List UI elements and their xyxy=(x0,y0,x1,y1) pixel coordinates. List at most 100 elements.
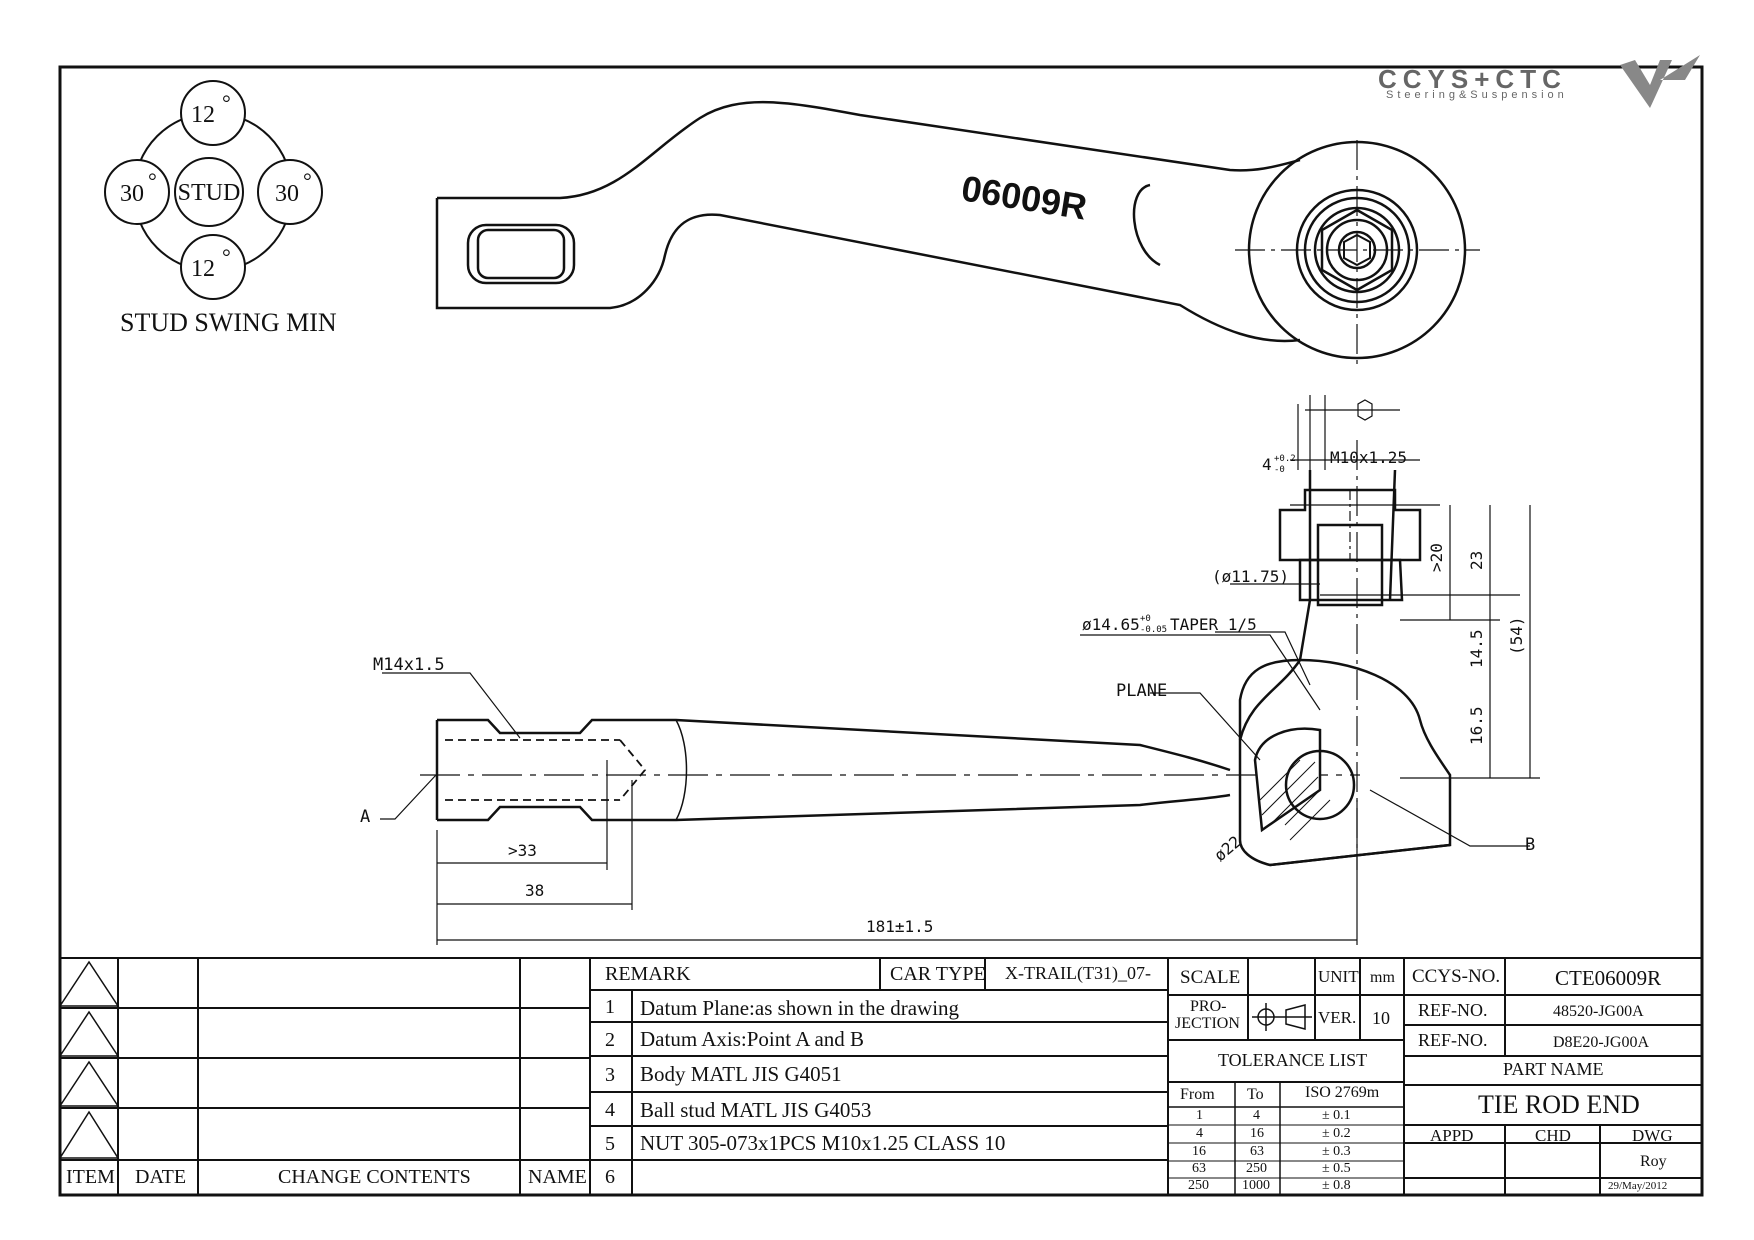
unit-label: UNIT xyxy=(1318,967,1359,986)
tolerance-row-4-to: 250 xyxy=(1246,1161,1267,1176)
ref-no-2-value: D8E20-JG00A xyxy=(1553,1034,1649,1051)
swing-right-value: 30 xyxy=(275,181,299,207)
label-dim-16-5: 16.5 xyxy=(1467,706,1486,745)
tolerance-row-5-from: 250 xyxy=(1188,1178,1209,1193)
label-dia-11-75: (ø11.75) xyxy=(1212,567,1289,586)
remark-row-3-text: Body MATL JIS G4051 xyxy=(640,1062,842,1086)
swing-circle-center xyxy=(174,157,244,227)
swing-right-degree: ° xyxy=(303,168,312,193)
label-point-b: B xyxy=(1525,835,1535,855)
drawing-date: 29/May/2012 xyxy=(1608,1180,1668,1192)
tolerance-title: TOLERANCE LIST xyxy=(1218,1050,1368,1070)
tolerance-row-3-to: 63 xyxy=(1250,1144,1264,1159)
part-name-value: TIE ROD END xyxy=(1478,1090,1640,1119)
swing-bottom-degree: ° xyxy=(222,244,231,269)
version-value: 10 xyxy=(1372,1008,1390,1028)
stud-swing-diagram xyxy=(104,80,323,300)
swing-left-degree: ° xyxy=(148,168,157,193)
label-dim-38: 38 xyxy=(525,881,544,900)
swing-bottom-value: 12 xyxy=(191,256,215,282)
label-dim-54: (54) xyxy=(1507,616,1526,655)
castle-nut xyxy=(1278,488,1422,562)
remark-row-4-no: 4 xyxy=(605,1099,615,1121)
label-m14: M14x1.5 xyxy=(373,655,445,675)
remark-row-5-no: 5 xyxy=(605,1133,615,1155)
scale-label: SCALE xyxy=(1180,967,1241,988)
ref-no-2-label: REF-NO. xyxy=(1418,1030,1488,1050)
tolerance-row-4-from: 63 xyxy=(1192,1161,1206,1176)
logo-tagline: Steering&Suspension xyxy=(1386,89,1568,101)
company-logo: CCYS+CTC Steering&Suspension xyxy=(1378,55,1700,108)
label-dim-4-tol-lower: -0 xyxy=(1274,465,1285,475)
remark-row-2-no: 2 xyxy=(605,1029,615,1051)
tolerance-row-1-to: 4 xyxy=(1253,1108,1260,1123)
side-view xyxy=(420,440,1452,870)
tolerance-row-3-iso: ± 0.3 xyxy=(1322,1144,1351,1159)
remark-row-4-text: Ball stud MATL JIS G4053 xyxy=(640,1098,872,1122)
remark-row-3-no: 3 xyxy=(605,1064,615,1086)
label-dim-23: 23 xyxy=(1467,551,1486,570)
projection-symbol-icon xyxy=(1252,1003,1312,1031)
car-type-value: X-TRAIL(T31)_07- xyxy=(1005,963,1151,983)
tolerance-header-from: From xyxy=(1180,1086,1215,1103)
label-point-a: A xyxy=(360,807,370,827)
tolerance-row-1-from: 1 xyxy=(1196,1108,1203,1123)
top-view-slot xyxy=(466,223,576,285)
swing-circle-top xyxy=(180,80,246,146)
dimension-lines xyxy=(380,395,1540,945)
ccys-no-label: CCYS-NO. xyxy=(1412,966,1501,987)
title-block-grid xyxy=(58,957,1702,1195)
ref-no-1-value: 48520-JG00A xyxy=(1553,1003,1644,1020)
remark-header: REMARK xyxy=(605,963,691,985)
tolerance-row-2-to: 16 xyxy=(1250,1126,1264,1141)
tolerance-row-3-from: 16 xyxy=(1192,1144,1206,1159)
ref-no-1-label: REF-NO. xyxy=(1418,1000,1488,1020)
remark-row-1-no: 1 xyxy=(605,996,615,1018)
logo-brand: CCYS+CTC xyxy=(1378,64,1567,94)
label-dim-gt20: >20 xyxy=(1427,543,1446,572)
label-dim-33: >33 xyxy=(508,841,537,860)
label-plane: PLANE xyxy=(1116,681,1167,701)
projection-label-1: PRO- xyxy=(1190,998,1227,1015)
tolerance-row-1-iso: ± 0.1 xyxy=(1322,1108,1351,1123)
swing-circle-right xyxy=(257,159,323,225)
label-taper-tol-upper: +0 xyxy=(1140,614,1151,624)
remark-row-5-text: NUT 305-073x1PCS M10x1.25 CLASS 10 xyxy=(640,1131,1006,1155)
sheet-border xyxy=(58,65,1704,1197)
dwg-label: DWG xyxy=(1632,1126,1673,1145)
swing-circle-left xyxy=(104,159,170,225)
car-type-label: CAR TYPE xyxy=(890,963,986,985)
change-table-header-contents: CHANGE CONTENTS xyxy=(278,1166,471,1188)
part-name-label: PART NAME xyxy=(1503,1059,1604,1079)
label-taper-text: TAPER 1/5 xyxy=(1170,615,1257,634)
tolerance-row-4-iso: ± 0.5 xyxy=(1322,1161,1351,1176)
label-taper-dia: ø14.65 xyxy=(1082,615,1140,634)
remark-row-1-text: Datum Plane:as shown in the drawing xyxy=(640,996,960,1020)
remark-row-2-text: Datum Axis:Point A and B xyxy=(640,1027,865,1051)
version-label: VER. xyxy=(1318,1008,1357,1027)
swing-circle-bottom xyxy=(180,234,246,300)
remark-row-6-no: 6 xyxy=(605,1166,615,1188)
change-table-header-name: NAME xyxy=(528,1166,587,1188)
tolerance-header-iso: ISO 2769m xyxy=(1305,1084,1380,1101)
ccys-no-value: CTE06009R xyxy=(1555,966,1662,990)
tolerance-row-2-from: 4 xyxy=(1196,1126,1203,1141)
label-m10: M10x1.25 xyxy=(1330,448,1407,467)
chd-label: CHD xyxy=(1535,1126,1571,1145)
swing-top-value: 12 xyxy=(191,102,215,128)
unit-value: mm xyxy=(1370,969,1395,986)
label-taper-tol-lower: -0.05 xyxy=(1140,625,1167,635)
swing-center-label: STUD xyxy=(178,180,241,206)
projection-label-2: JECTION xyxy=(1175,1015,1240,1032)
label-dim-14-5: 14.5 xyxy=(1467,629,1486,668)
label-dim-181: 181±1.5 xyxy=(866,917,933,936)
tolerance-row-2-iso: ± 0.2 xyxy=(1322,1126,1351,1141)
top-view xyxy=(435,100,1480,370)
tolerance-header-to: To xyxy=(1247,1086,1264,1103)
drawn-by: Roy xyxy=(1640,1153,1667,1170)
logo-mark xyxy=(1620,55,1700,108)
appd-label: APPD xyxy=(1430,1126,1474,1145)
swing-left-value: 30 xyxy=(120,181,144,207)
swing-top-degree: ° xyxy=(222,90,231,115)
dust-boot xyxy=(1238,659,1302,741)
